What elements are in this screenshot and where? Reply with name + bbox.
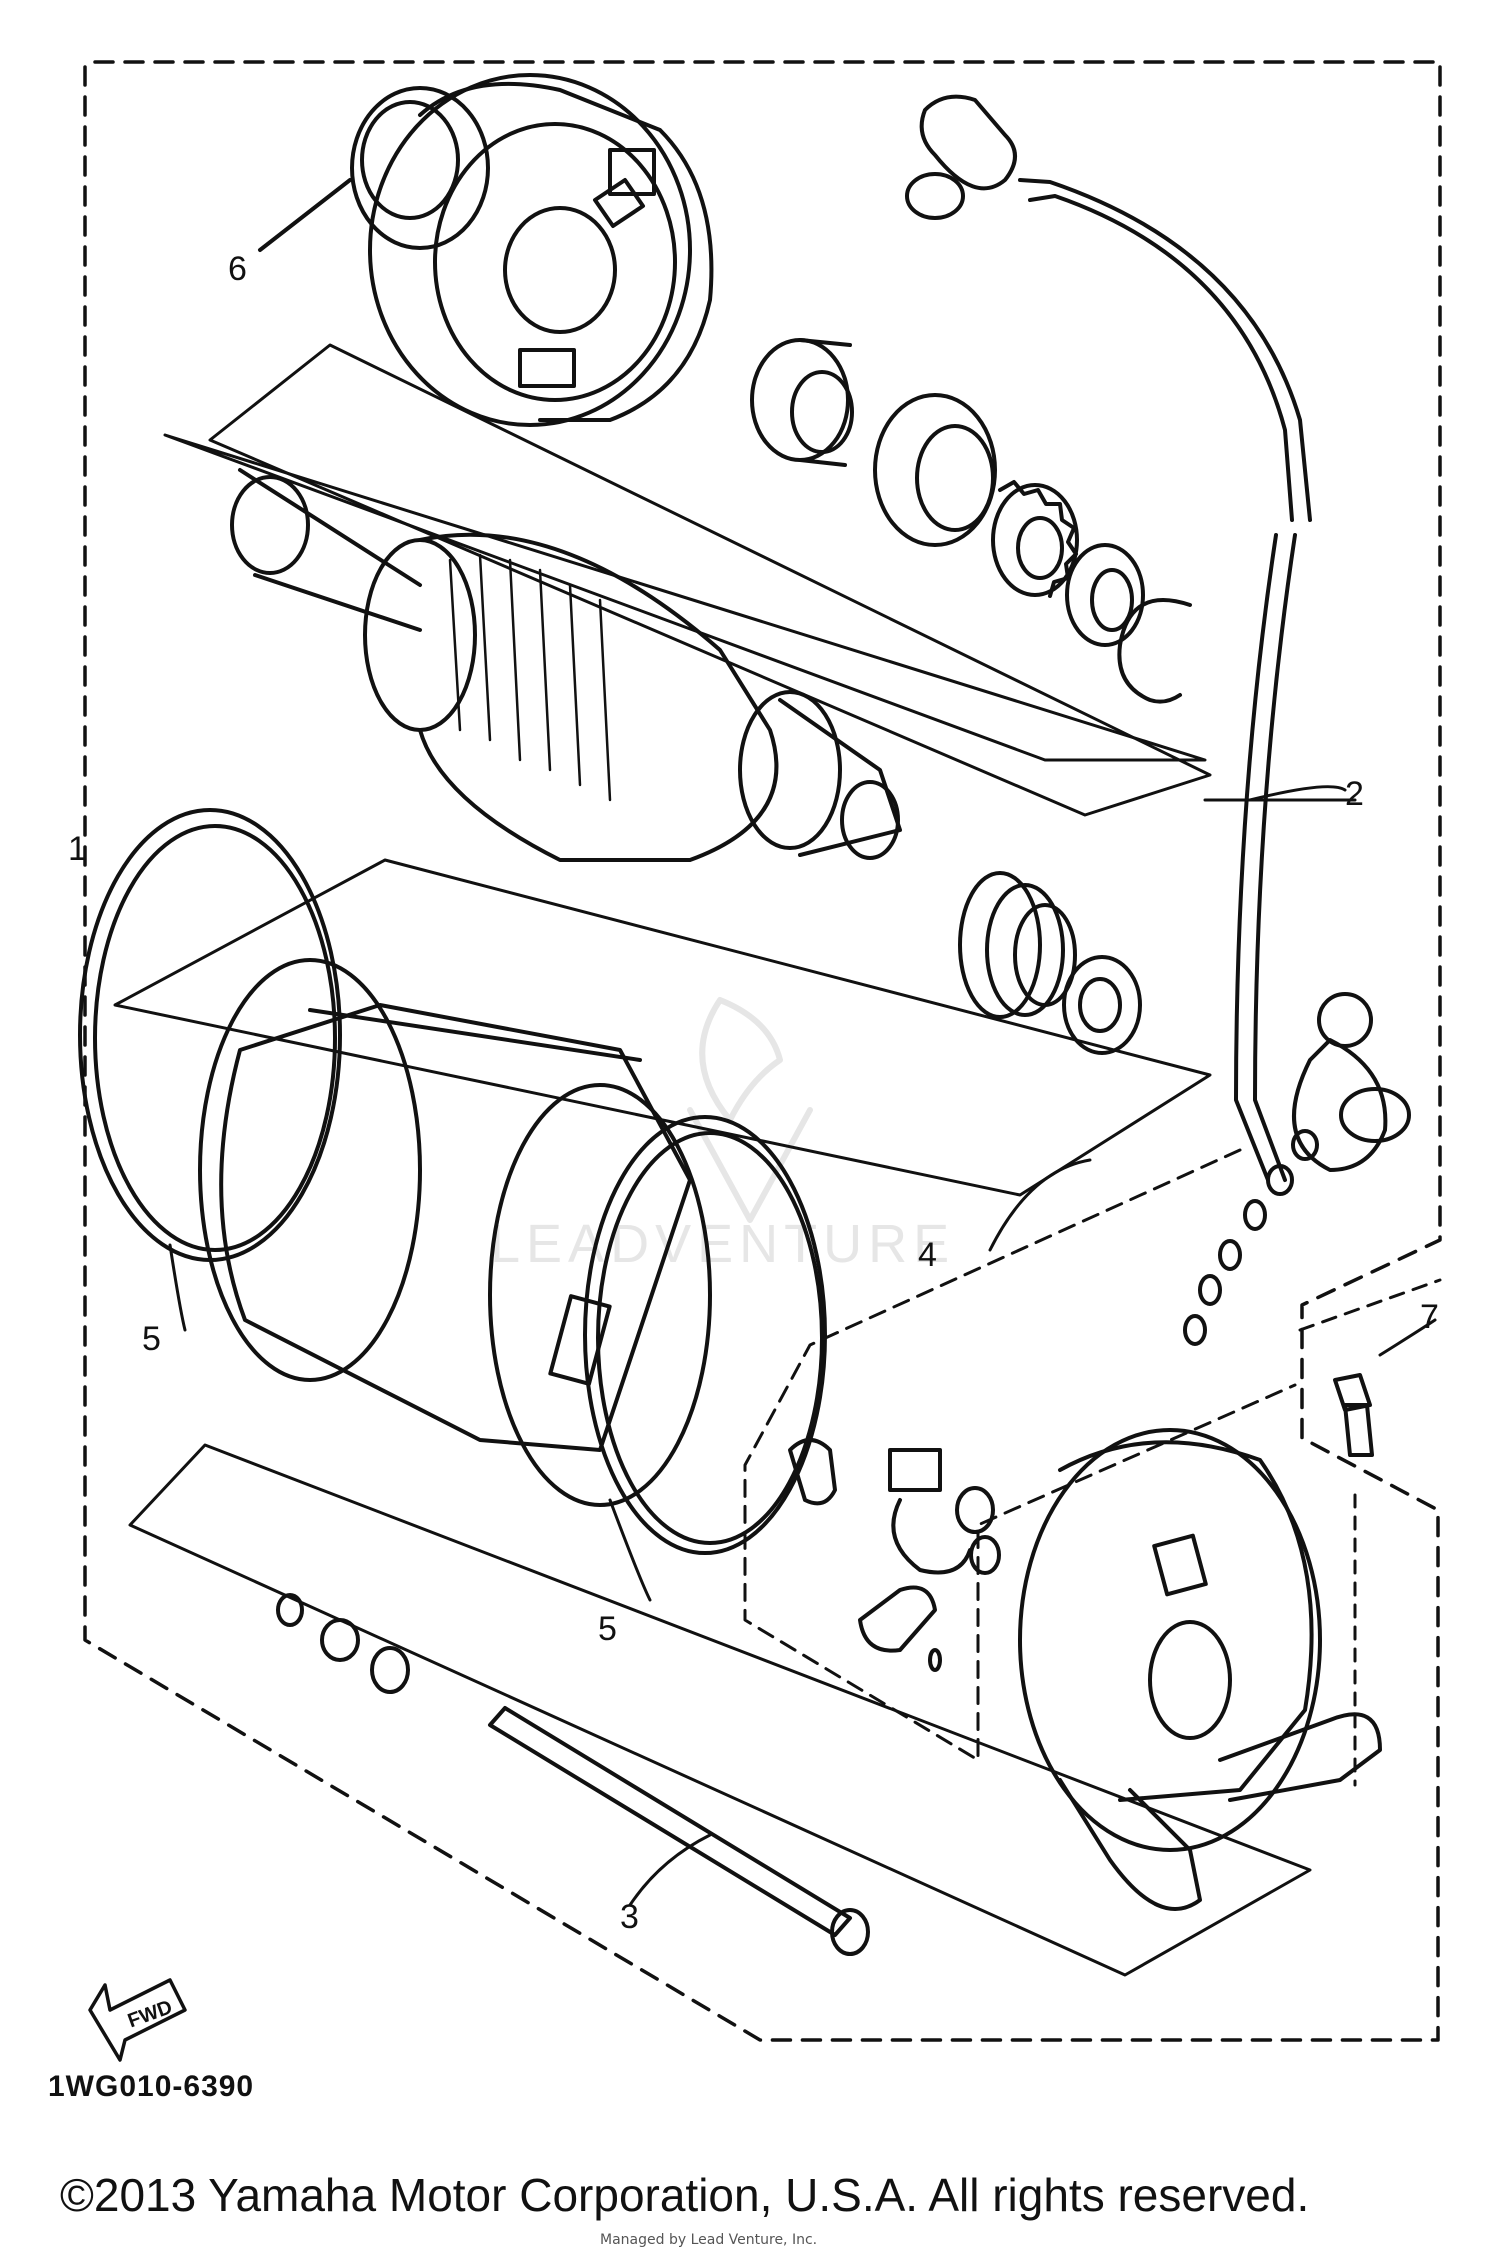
svg-text:LEADVENTURE: LEADVENTURE bbox=[490, 1214, 955, 1274]
callout-6: 6 bbox=[228, 250, 247, 288]
callout-5-right: 5 bbox=[598, 1610, 617, 1648]
exploded-frame-upper bbox=[208, 343, 1212, 817]
copyright-notice: ©2013 Yamaha Motor Corporation, U.S.A. A… bbox=[60, 2169, 1310, 2221]
front-cover-1 bbox=[1018, 1428, 1382, 1911]
leader-lines bbox=[168, 785, 1437, 1907]
diagram-code: 1WG010-6390 bbox=[48, 2070, 255, 2103]
callout-1: 1 bbox=[68, 830, 87, 868]
brush-holder-frame bbox=[743, 1148, 1297, 1762]
exploded-frame-lower bbox=[128, 1443, 1312, 1977]
brush-holder-4 bbox=[788, 1129, 1319, 1672]
bearing-washer-set bbox=[750, 338, 1192, 704]
assembly-outline bbox=[83, 60, 1442, 2042]
callout-3: 3 bbox=[620, 1898, 639, 1936]
small-washers bbox=[276, 1593, 410, 1694]
callout-4: 4 bbox=[918, 1236, 937, 1274]
o-ring-5 bbox=[78, 808, 827, 1555]
bolt-7 bbox=[1333, 1373, 1374, 1787]
credit-line: Managed by Lead Venture, Inc. bbox=[600, 2232, 818, 2248]
bolt-frame bbox=[1298, 1278, 1442, 1332]
armature bbox=[163, 433, 1207, 862]
watermark: LEADVENTURE bbox=[490, 997, 955, 1274]
through-bolt-3 bbox=[488, 1706, 870, 1956]
fwd-arrow-icon: FWD bbox=[88, 1978, 187, 2062]
rear-cover-6 bbox=[258, 73, 714, 427]
exploded-frame-middle bbox=[113, 858, 1212, 1197]
yoke bbox=[198, 958, 712, 1507]
callout-7: 7 bbox=[1420, 1298, 1439, 1336]
callout-2: 2 bbox=[1345, 775, 1364, 813]
callout-5-left: 5 bbox=[142, 1320, 161, 1358]
brush-spring-set bbox=[958, 871, 1142, 1055]
lead-wire-2 bbox=[905, 94, 1411, 1182]
